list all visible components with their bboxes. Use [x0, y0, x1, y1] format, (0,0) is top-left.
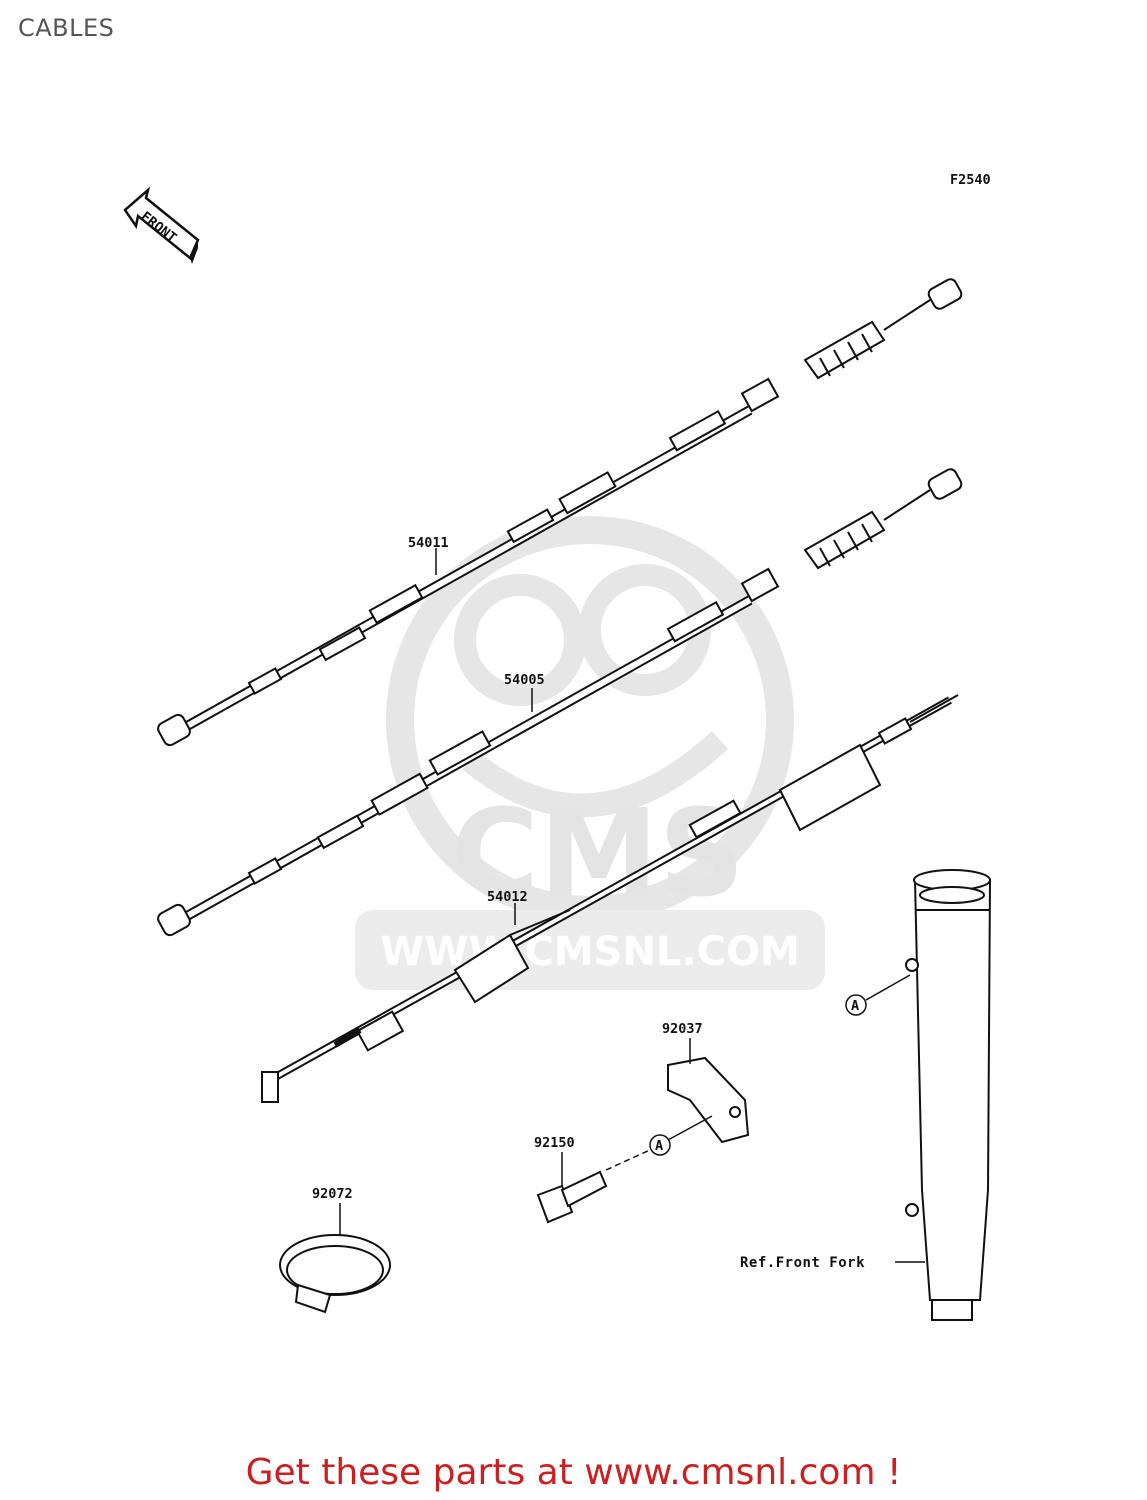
clamp-92037 [667, 1056, 750, 1144]
part-number-54012: 54012 [487, 889, 528, 905]
ref-marker-a-clamp [649, 1134, 671, 1156]
part-number-92072: 92072 [312, 1186, 353, 1202]
ref-front-fork-label: Ref.Front Fork [740, 1255, 865, 1271]
front-direction-arrow: FRONT [123, 186, 200, 264]
watermark: CMS WWW.CMSNL.COM [355, 516, 825, 990]
cable-54011 [157, 278, 963, 747]
ref-marker-a-fork [845, 994, 867, 1016]
part-number-92037: 92037 [662, 1021, 703, 1037]
ref-marker-a-fork-label: A [851, 998, 859, 1014]
front-fork-outline [905, 869, 992, 1321]
page-title: CABLES [18, 14, 115, 42]
leader-a-92037 [667, 1115, 713, 1141]
part-number-54005: 54005 [504, 672, 545, 688]
leader-fork-a [865, 974, 911, 1001]
watermark-url: WWW.CMSNL.COM [380, 929, 800, 975]
parts-diagram: CMS WWW.CMSNL.COM F2540 FRONT 54011 [123, 172, 992, 1321]
ref-marker-a-clamp-label: A [655, 1138, 663, 1154]
part-number-92150: 92150 [534, 1135, 575, 1151]
bolt-92150 [536, 1170, 608, 1224]
part-number-54011: 54011 [408, 535, 449, 551]
leader-92150-a [605, 1149, 651, 1171]
cable-54012 [261, 694, 959, 1103]
figure-code: F2540 [950, 172, 991, 188]
footer-cta-link[interactable]: Get these parts at www.cmsnl.com ! [245, 1452, 902, 1493]
cable-54005 [157, 468, 963, 937]
band-92072 [279, 1234, 391, 1314]
